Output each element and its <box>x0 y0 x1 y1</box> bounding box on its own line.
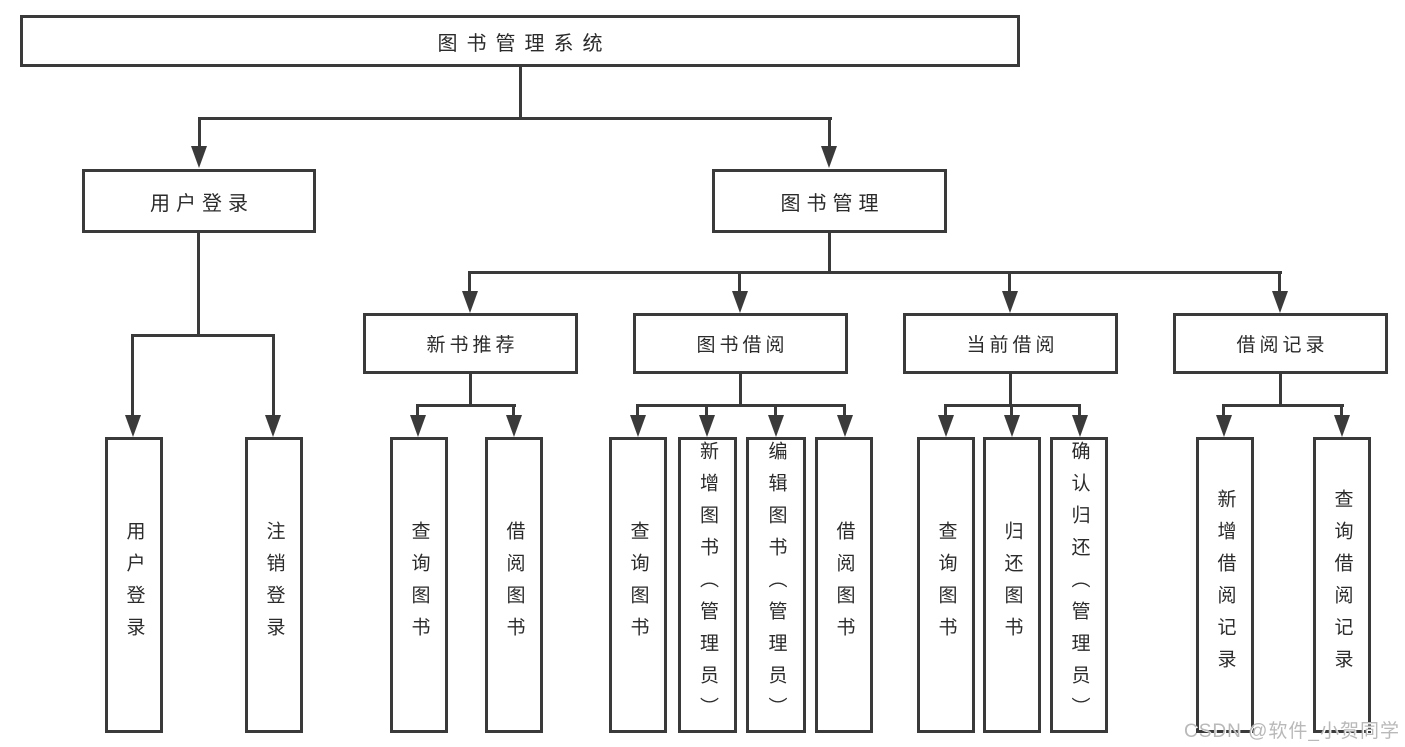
arrow-down-icon <box>1334 415 1350 437</box>
connector-stem <box>739 374 742 407</box>
arrow-down-icon <box>462 291 478 313</box>
csdn-watermark: CSDN @软件_小贺同学 <box>1184 721 1400 742</box>
connector-leaf-drop <box>843 404 846 416</box>
connector-rail <box>416 404 516 407</box>
connector-leaf-drop <box>131 334 134 416</box>
arrow-down-icon <box>191 146 207 168</box>
arrow-down-icon <box>630 415 646 437</box>
connector-level3-drop <box>1278 271 1281 293</box>
node-book-management: 图书管理 <box>712 169 947 233</box>
node-library-management-system: 图书管理系统 <box>20 15 1020 67</box>
arrow-down-icon <box>410 415 426 437</box>
arrow-down-icon <box>1272 291 1288 313</box>
arrow-down-icon <box>506 415 522 437</box>
connector-level3-rail <box>468 271 1282 274</box>
connector-leaf-drop <box>636 404 639 416</box>
connector-root-drop <box>519 67 522 119</box>
connector-book-management-drop <box>828 117 831 147</box>
arrow-down-icon <box>732 291 748 313</box>
connector-leaf-drop <box>944 404 947 416</box>
leaf-borrow-books: 借阅图书 <box>815 437 873 733</box>
arrow-down-icon <box>125 415 141 437</box>
connector-stem <box>469 374 472 407</box>
connector-level3-drop <box>1008 271 1011 293</box>
connector-stem <box>1009 374 1012 407</box>
leaf-borrow-books-recommend: 借阅图书 <box>485 437 543 733</box>
connector-leaf-drop <box>512 404 515 416</box>
leaf-confirm-return-admin: 确认归还（管理员） <box>1050 437 1108 733</box>
node-new-book-recommendation: 新书推荐 <box>363 313 578 374</box>
connector-level3-drop <box>468 271 471 293</box>
leaf-query-borrow-record: 查询借阅记录 <box>1313 437 1371 733</box>
connector-book-management-stem <box>828 233 831 274</box>
connector-user-login-stem <box>197 233 200 337</box>
arrow-down-icon <box>768 415 784 437</box>
arrow-down-icon <box>699 415 715 437</box>
arrow-down-icon <box>821 146 837 168</box>
connector-stem <box>1279 374 1282 407</box>
node-current-borrowing: 当前借阅 <box>903 313 1118 374</box>
node-borrowing-records: 借阅记录 <box>1173 313 1388 374</box>
connector-leaf-drop <box>1340 404 1343 416</box>
connector-leaf-drop <box>1078 404 1081 416</box>
leaf-edit-books-admin: 编辑图书（管理员） <box>746 437 806 733</box>
leaf-add-books-admin: 新增图书（管理员） <box>678 437 737 733</box>
connector-rail <box>1222 404 1344 407</box>
connector-rail <box>636 404 846 407</box>
leaf-query-books-borrowing: 查询图书 <box>609 437 667 733</box>
connector-user-login-rail <box>131 334 275 337</box>
node-user-login: 用户登录 <box>82 169 316 233</box>
connector-level3-drop <box>738 271 741 293</box>
leaf-query-books-recommend: 查询图书 <box>390 437 448 733</box>
leaf-return-books: 归还图书 <box>983 437 1041 733</box>
leaf-add-borrow-record: 新增借阅记录 <box>1196 437 1254 733</box>
arrow-down-icon <box>265 415 281 437</box>
connector-leaf-drop <box>774 404 777 416</box>
arrow-down-icon <box>1004 415 1020 437</box>
node-book-borrowing: 图书借阅 <box>633 313 848 374</box>
connector-leaf-drop <box>416 404 419 416</box>
connector-leaf-drop <box>272 334 275 416</box>
connector-level2-rail <box>198 117 832 120</box>
arrow-down-icon <box>938 415 954 437</box>
arrow-down-icon <box>1072 415 1088 437</box>
connector-user-login-drop <box>198 117 201 147</box>
arrow-down-icon <box>837 415 853 437</box>
leaf-user-login: 用户登录 <box>105 437 163 733</box>
connector-leaf-drop <box>1010 404 1013 416</box>
leaf-query-books-current: 查询图书 <box>917 437 975 733</box>
connector-leaf-drop <box>1222 404 1225 416</box>
connector-leaf-drop <box>705 404 708 416</box>
arrow-down-icon <box>1216 415 1232 437</box>
leaf-logout: 注销登录 <box>245 437 303 733</box>
arrow-down-icon <box>1002 291 1018 313</box>
